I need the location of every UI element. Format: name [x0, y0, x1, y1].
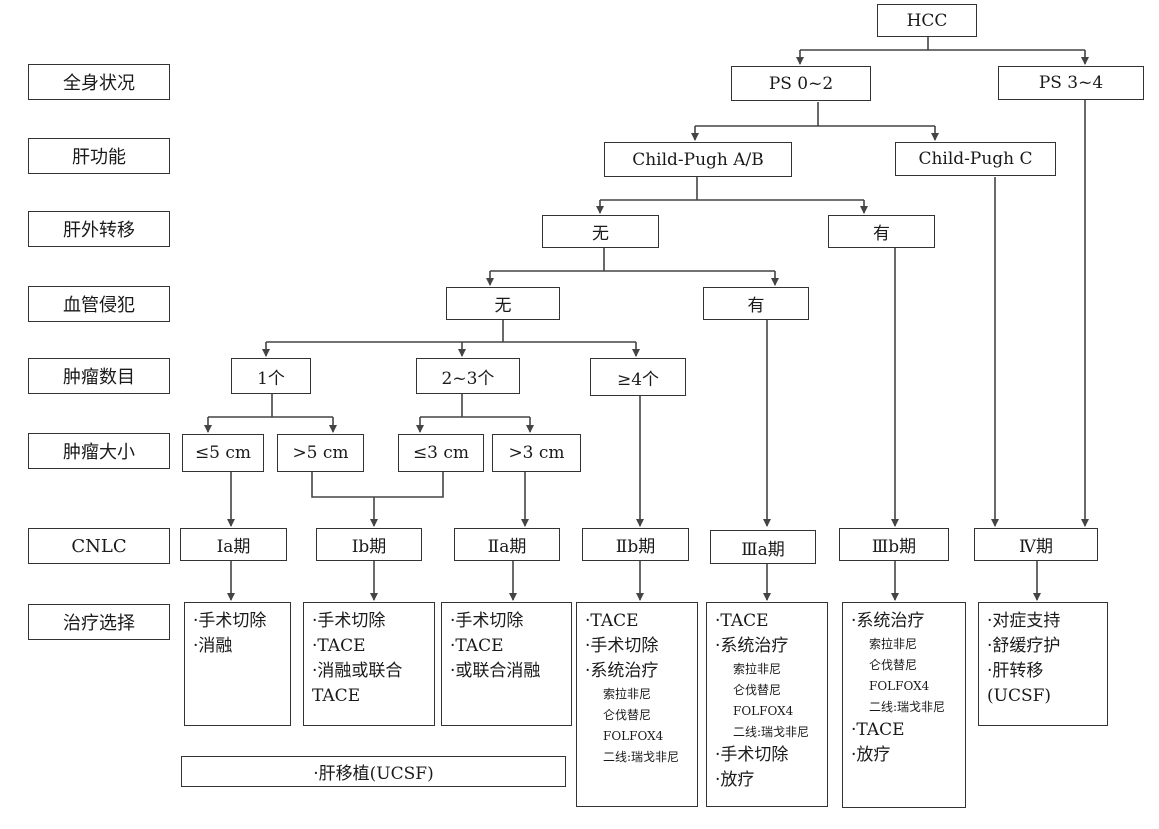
drug-name: 二线:瑞戈非尼: [869, 700, 946, 714]
stage-iiib: Ⅲb期: [839, 528, 949, 561]
treatment-option: ·肝转移: [987, 661, 1044, 681]
node-size-gt-5cm: >5 cm: [277, 434, 364, 472]
node-vascular-yes: 有: [703, 287, 809, 320]
drug-name: 索拉非尼: [733, 662, 782, 676]
node-count-4-plus: ≥4个: [590, 358, 686, 396]
treatment-ib: ·手术切除 ·TACE ·消融或联合 TACE: [303, 602, 435, 726]
wire-n23-split: [420, 394, 530, 418]
treatment-option: ·手术切除: [450, 611, 524, 631]
node-count-1: 1个: [231, 358, 311, 394]
drug-name: 仑伐替尼: [869, 658, 918, 672]
treatment-option: ·系统治疗: [585, 661, 659, 681]
stage-iiia: Ⅲa期: [710, 530, 816, 564]
node-count-2-3: 2~3个: [416, 358, 520, 394]
row-label-extrahepatic-metastasis: 肝外转移: [28, 211, 170, 247]
drug-name: 仑伐替尼: [733, 683, 782, 697]
drug-name: 索拉非尼: [869, 637, 918, 651]
treatment-option: ·TACE: [450, 636, 504, 656]
wire-vas-split: [266, 320, 636, 343]
treatment-iiib: ·系统治疗索拉非尼仑伐替尼 FOLFOX4 二线:瑞戈非尼 ·TACE ·放疗: [842, 602, 966, 808]
drug-name: 仑伐替尼: [603, 708, 652, 722]
row-label-treatment: 治疗选择: [28, 604, 170, 640]
treatment-liver-transplant: ·肝移植(UCSF): [181, 756, 566, 787]
stage-ia: Ⅰa期: [180, 528, 287, 561]
treatment-option: ·放疗: [715, 770, 755, 790]
node-child-pugh-ab: Child-Pugh A/B: [604, 142, 792, 177]
node-vascular-no: 无: [446, 287, 560, 320]
treatment-option: ·手术切除: [715, 745, 789, 765]
node-hcc: HCC: [877, 4, 977, 37]
node-size-le-3cm: ≤3 cm: [398, 434, 484, 472]
node-size-le-5cm: ≤5 cm: [182, 434, 264, 472]
node-size-gt-3cm: >3 cm: [492, 434, 581, 472]
node-ps-0-2: PS 0~2: [731, 66, 871, 101]
treatment-option: ·舒缓疗护: [987, 636, 1061, 656]
row-label-tumor-count: 肿瘤数目: [28, 358, 170, 394]
drug-name: FOLFOX4: [733, 704, 794, 718]
treatment-ia: ·手术切除 ·消融: [184, 602, 291, 726]
wire-ps-split: [695, 102, 935, 127]
stage-iib: Ⅱb期: [582, 528, 689, 561]
drug-name: 索拉非尼: [603, 687, 652, 701]
treatment-option: ·TACE: [851, 720, 905, 740]
treatment-iib: ·TACE ·手术切除 ·系统治疗索拉非尼仑伐替尼 FOLFOX4 二线:瑞戈非尼: [576, 602, 698, 807]
wire-hcc-split: [800, 37, 1085, 51]
treatment-option: ·TACE: [585, 611, 639, 631]
treatment-option: (UCSF): [987, 686, 1052, 706]
treatment-iv: ·对症支持 ·舒缓疗护 ·肝转移 (UCSF): [978, 602, 1108, 726]
treatment-option: TACE: [312, 686, 361, 706]
stage-iia: Ⅱa期: [454, 528, 560, 561]
node-child-pugh-c: Child-Pugh C: [895, 142, 1056, 176]
node-extrahepatic-no: 无: [542, 215, 659, 248]
drug-name: FOLFOX4: [603, 729, 664, 743]
treatment-option: ·TACE: [715, 611, 769, 631]
node-ps-3-4: PS 3~4: [998, 66, 1144, 100]
treatment-option: ·手术切除: [312, 611, 386, 631]
treatment-option: ·手术切除: [585, 636, 659, 656]
row-label-vascular-invasion: 血管侵犯: [28, 286, 170, 322]
row-label-tumor-size: 肿瘤大小: [28, 433, 170, 469]
treatment-option: ·消融: [193, 636, 233, 656]
treatment-option: ·消融或联合: [312, 661, 403, 681]
treatment-option: ·系统治疗: [715, 636, 789, 656]
wire-n1-split: [208, 394, 333, 418]
drug-name: 二线:瑞戈非尼: [603, 750, 680, 764]
drug-name: 二线:瑞戈非尼: [733, 725, 810, 739]
drug-name: FOLFOX4: [869, 679, 930, 693]
treatment-iia: ·手术切除 ·TACE ·或联合消融: [441, 602, 572, 726]
treatment-iiia: ·TACE ·系统治疗索拉非尼仑伐替尼 FOLFOX4 二线:瑞戈非尼 ·手术切除 ·放疗: [706, 602, 828, 807]
treatment-option: ·或联合消融: [450, 661, 541, 681]
row-label-performance-status: 全身状况: [28, 64, 170, 100]
wire-merge-ib: [311, 472, 444, 498]
stage-iv: Ⅳ期: [974, 528, 1098, 561]
stage-ib: Ⅰb期: [316, 528, 422, 561]
treatment-option: ·TACE: [312, 636, 366, 656]
treatment-option: ·手术切除: [193, 611, 267, 631]
treatment-option: ·对症支持: [987, 611, 1061, 631]
row-label-cnlc: CNLC: [28, 528, 170, 564]
wire-ext-split: [490, 248, 775, 272]
row-label-liver-function: 肝功能: [28, 138, 170, 174]
wire-cp-split: [600, 177, 864, 201]
treatment-option: ·系统治疗: [851, 611, 925, 631]
treatment-option: ·放疗: [851, 745, 891, 765]
node-extrahepatic-yes: 有: [828, 215, 935, 248]
